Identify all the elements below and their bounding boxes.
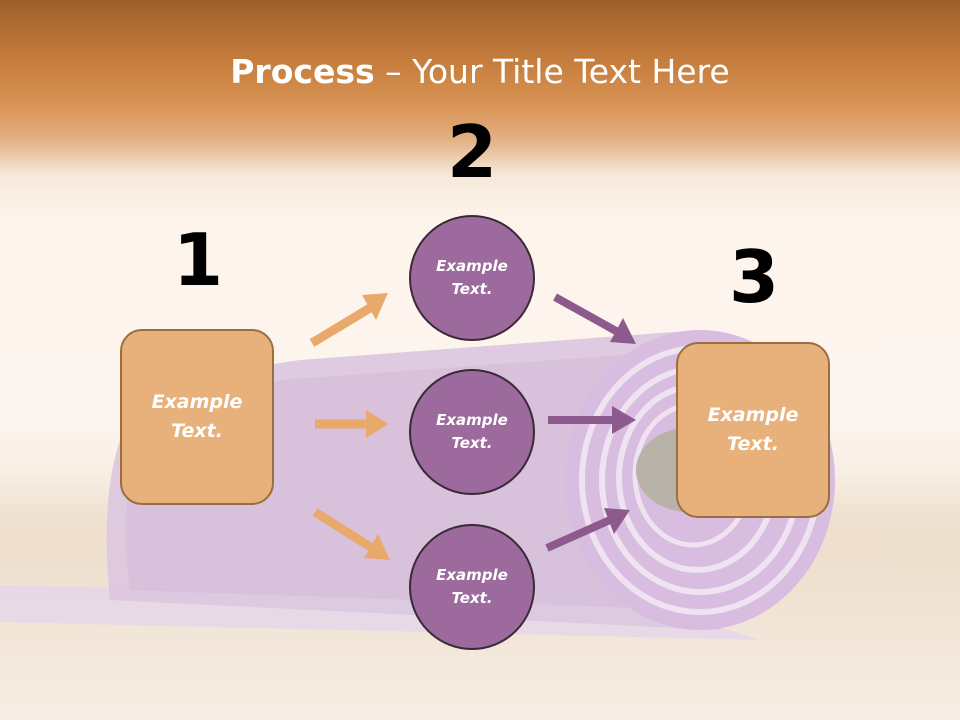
circle-bottom-line2: Text. (451, 589, 493, 607)
title-rest: – Your Title Text Here (374, 52, 730, 91)
slide-title: Process – Your Title Text Here (0, 52, 960, 91)
arrow-orange-down (312, 508, 390, 560)
step3-text-line2: Text. (727, 433, 779, 455)
step-number-2: 2 (446, 110, 498, 194)
arrow-purple-right (548, 406, 636, 434)
step1-text-line2: Text. (171, 420, 223, 442)
step-number-1: 1 (172, 218, 224, 302)
circle-top-line2: Text. (451, 280, 493, 298)
circle-middle-line2: Text. (451, 434, 493, 452)
step1-text-line1: Example (151, 391, 243, 413)
arrow-purple-down (553, 293, 636, 344)
circle-middle-line1: Example (436, 411, 508, 429)
step-number-3: 3 (728, 235, 780, 319)
circle-bottom-line1: Example (436, 566, 508, 584)
arrow-orange-right (315, 410, 388, 438)
circle-top-line1: Example (436, 257, 508, 275)
arrow-purple-up (545, 508, 630, 552)
arrow-orange-up (309, 293, 388, 347)
step3-text-line1: Example (707, 404, 799, 426)
title-bold: Process (230, 52, 375, 91)
